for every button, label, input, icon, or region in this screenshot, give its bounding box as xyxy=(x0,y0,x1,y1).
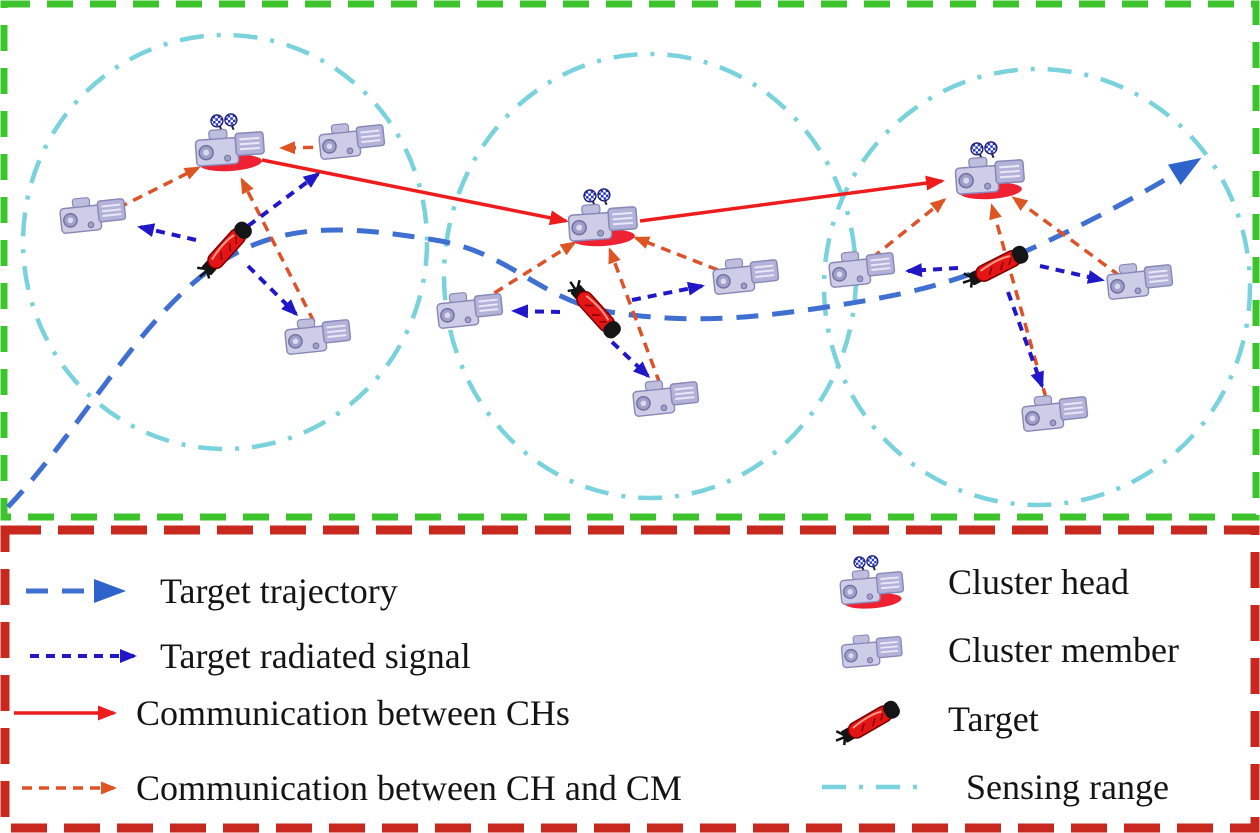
legend-item-communication-between-chs: Communication between CHs xyxy=(10,695,570,731)
legend-label: Target xyxy=(948,699,1039,739)
target-trajectory-sample-line xyxy=(26,579,126,603)
legend-label: Cluster head xyxy=(948,562,1129,602)
ch-ch-communication-link xyxy=(261,158,569,226)
cluster-member-icon xyxy=(1019,390,1090,433)
cluster-member-icon xyxy=(316,118,387,161)
cluster-member-icon-glyph xyxy=(710,253,781,296)
cluster-head-icon-glyph xyxy=(954,140,1026,202)
legend-label: Communication between CHs xyxy=(136,693,570,733)
target-trajectory-line xyxy=(6,157,1202,509)
cluster-member-icon-glyph xyxy=(630,375,701,418)
target-icon-glyph xyxy=(958,242,1033,293)
ch-cm-communication-link xyxy=(240,177,316,323)
ch-cm-communication-link xyxy=(117,166,201,210)
cluster-member-icon xyxy=(826,246,897,289)
cluster-member-icon xyxy=(1104,258,1175,301)
ch-ch-sample-line xyxy=(14,705,117,721)
target-radiated-signal-link xyxy=(610,340,651,379)
legend-item-communication-between-ch-and-cm: Communication between CH and CM xyxy=(10,770,682,806)
legend-label: Communication between CH and CM xyxy=(136,768,682,808)
network-diagram-svg xyxy=(0,0,1260,521)
legend-item-target-radiated-signal: Target radiated signal xyxy=(22,638,471,674)
legend-border xyxy=(0,525,1260,833)
sensing-range-circle xyxy=(821,66,1253,508)
cluster-member-icon xyxy=(710,253,781,296)
cluster-member-icon-glyph xyxy=(1019,390,1090,433)
target-radiated-signal-sample-line xyxy=(30,649,137,663)
sensing-range-line xyxy=(822,784,924,790)
cluster-member-icon-glyph xyxy=(826,246,897,289)
target-radiated-signal-link xyxy=(631,281,705,302)
network-diagram xyxy=(0,0,1260,521)
ch-cm-communication-link xyxy=(1011,196,1122,278)
cluster-member-icon xyxy=(630,375,701,418)
ch-cm-communication-link xyxy=(633,236,719,272)
ch-ch-communication-link xyxy=(639,175,945,223)
cluster-head-icon xyxy=(194,112,266,174)
legend-label: Sensing range xyxy=(966,767,1169,807)
cluster-head-icon-glyph xyxy=(567,187,639,249)
target-radiated-signal-link xyxy=(905,263,959,278)
cluster-head-icon-glyph xyxy=(194,112,266,174)
target-radiated-signal-link xyxy=(246,172,321,228)
ch-cm-communication-link xyxy=(608,247,662,385)
sensing-range-circle xyxy=(441,51,859,501)
cluster-head-icon xyxy=(567,187,639,249)
target-icon xyxy=(830,696,904,751)
ch-cm-communication-link xyxy=(870,198,947,260)
legend-item-target-trajectory: Target trajectory xyxy=(22,573,398,609)
diagram-border xyxy=(0,0,1260,521)
cluster-member-icon xyxy=(57,192,128,235)
cluster-member-icon-glyph xyxy=(316,118,387,161)
target-radiated-signal-link xyxy=(1006,291,1044,389)
legend-label: Cluster member xyxy=(948,630,1179,670)
cluster-head-icon xyxy=(954,140,1026,202)
target-icon xyxy=(561,275,626,343)
legend-item-cluster-member: Cluster member xyxy=(822,619,1179,681)
ch-cm-communication-link xyxy=(479,241,577,304)
ch-cm-sample-line xyxy=(22,781,117,795)
legend-item-sensing-range: Sensing range xyxy=(814,769,1169,805)
target-radiated-signal-link xyxy=(511,304,561,319)
sensing-range-circle xyxy=(20,32,430,452)
cluster-member-icon xyxy=(282,313,353,356)
legend-item-cluster-head: Cluster head xyxy=(822,547,1129,617)
legend-box: Target trajectory Target radiated signal… xyxy=(0,525,1260,833)
target-icon xyxy=(192,217,257,285)
target-icon-glyph xyxy=(561,275,626,343)
cluster-head-icon xyxy=(822,547,922,617)
cluster-member-icon-glyph xyxy=(1104,258,1175,301)
target-radiated-signal-link xyxy=(246,264,299,317)
legend-label: Target trajectory xyxy=(160,571,398,611)
legend-label: Target radiated signal xyxy=(160,636,471,676)
target-icon-glyph xyxy=(192,217,257,285)
cluster-member-icon xyxy=(839,631,904,669)
cluster-member-icon-glyph xyxy=(57,192,128,235)
legend-item-target: Target xyxy=(822,687,1039,751)
target-radiated-signal-link xyxy=(137,223,197,242)
target-radiated-signal-link xyxy=(1039,264,1105,284)
target-icon xyxy=(958,242,1033,293)
cluster-member-icon-glyph xyxy=(282,313,353,356)
